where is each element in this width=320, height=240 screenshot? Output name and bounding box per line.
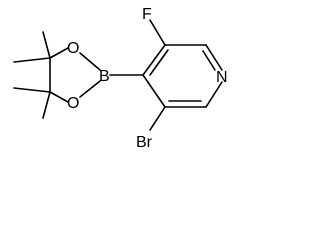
bond-c5-br xyxy=(149,106,166,131)
methyl-lower-down xyxy=(42,91,51,119)
pyridine-ring xyxy=(142,44,223,108)
bond-o-lower-c xyxy=(49,91,69,103)
methyl-upper-left xyxy=(13,57,51,63)
methyl-upper-up xyxy=(42,31,51,59)
atom-boron: B xyxy=(99,68,110,85)
double-bond-c4-c3f xyxy=(149,49,169,76)
bond-n-c6 xyxy=(205,81,223,108)
atom-nitrogen: N xyxy=(216,69,228,86)
bond-c5br-c4 xyxy=(142,74,166,108)
dioxaborolane-ring xyxy=(49,47,101,103)
bond-b-o-upper xyxy=(79,52,101,71)
methyl-groups xyxy=(13,31,51,119)
atom-oxygen-upper: O xyxy=(67,40,79,57)
methyl-lower-left xyxy=(13,87,51,93)
bond-c3-f xyxy=(149,19,166,46)
atom-fluorine: F xyxy=(142,6,152,23)
bond-c4-c3f xyxy=(142,44,166,76)
chemical-structure: F N Br B O O xyxy=(13,6,228,151)
bond-o-upper-c xyxy=(49,47,69,59)
bond-c2-n xyxy=(205,44,223,71)
double-bond-c2-n xyxy=(202,50,216,71)
bond-b-o-lower xyxy=(79,80,101,98)
atom-bromine: Br xyxy=(136,134,153,151)
atom-oxygen-lower: O xyxy=(67,95,79,112)
